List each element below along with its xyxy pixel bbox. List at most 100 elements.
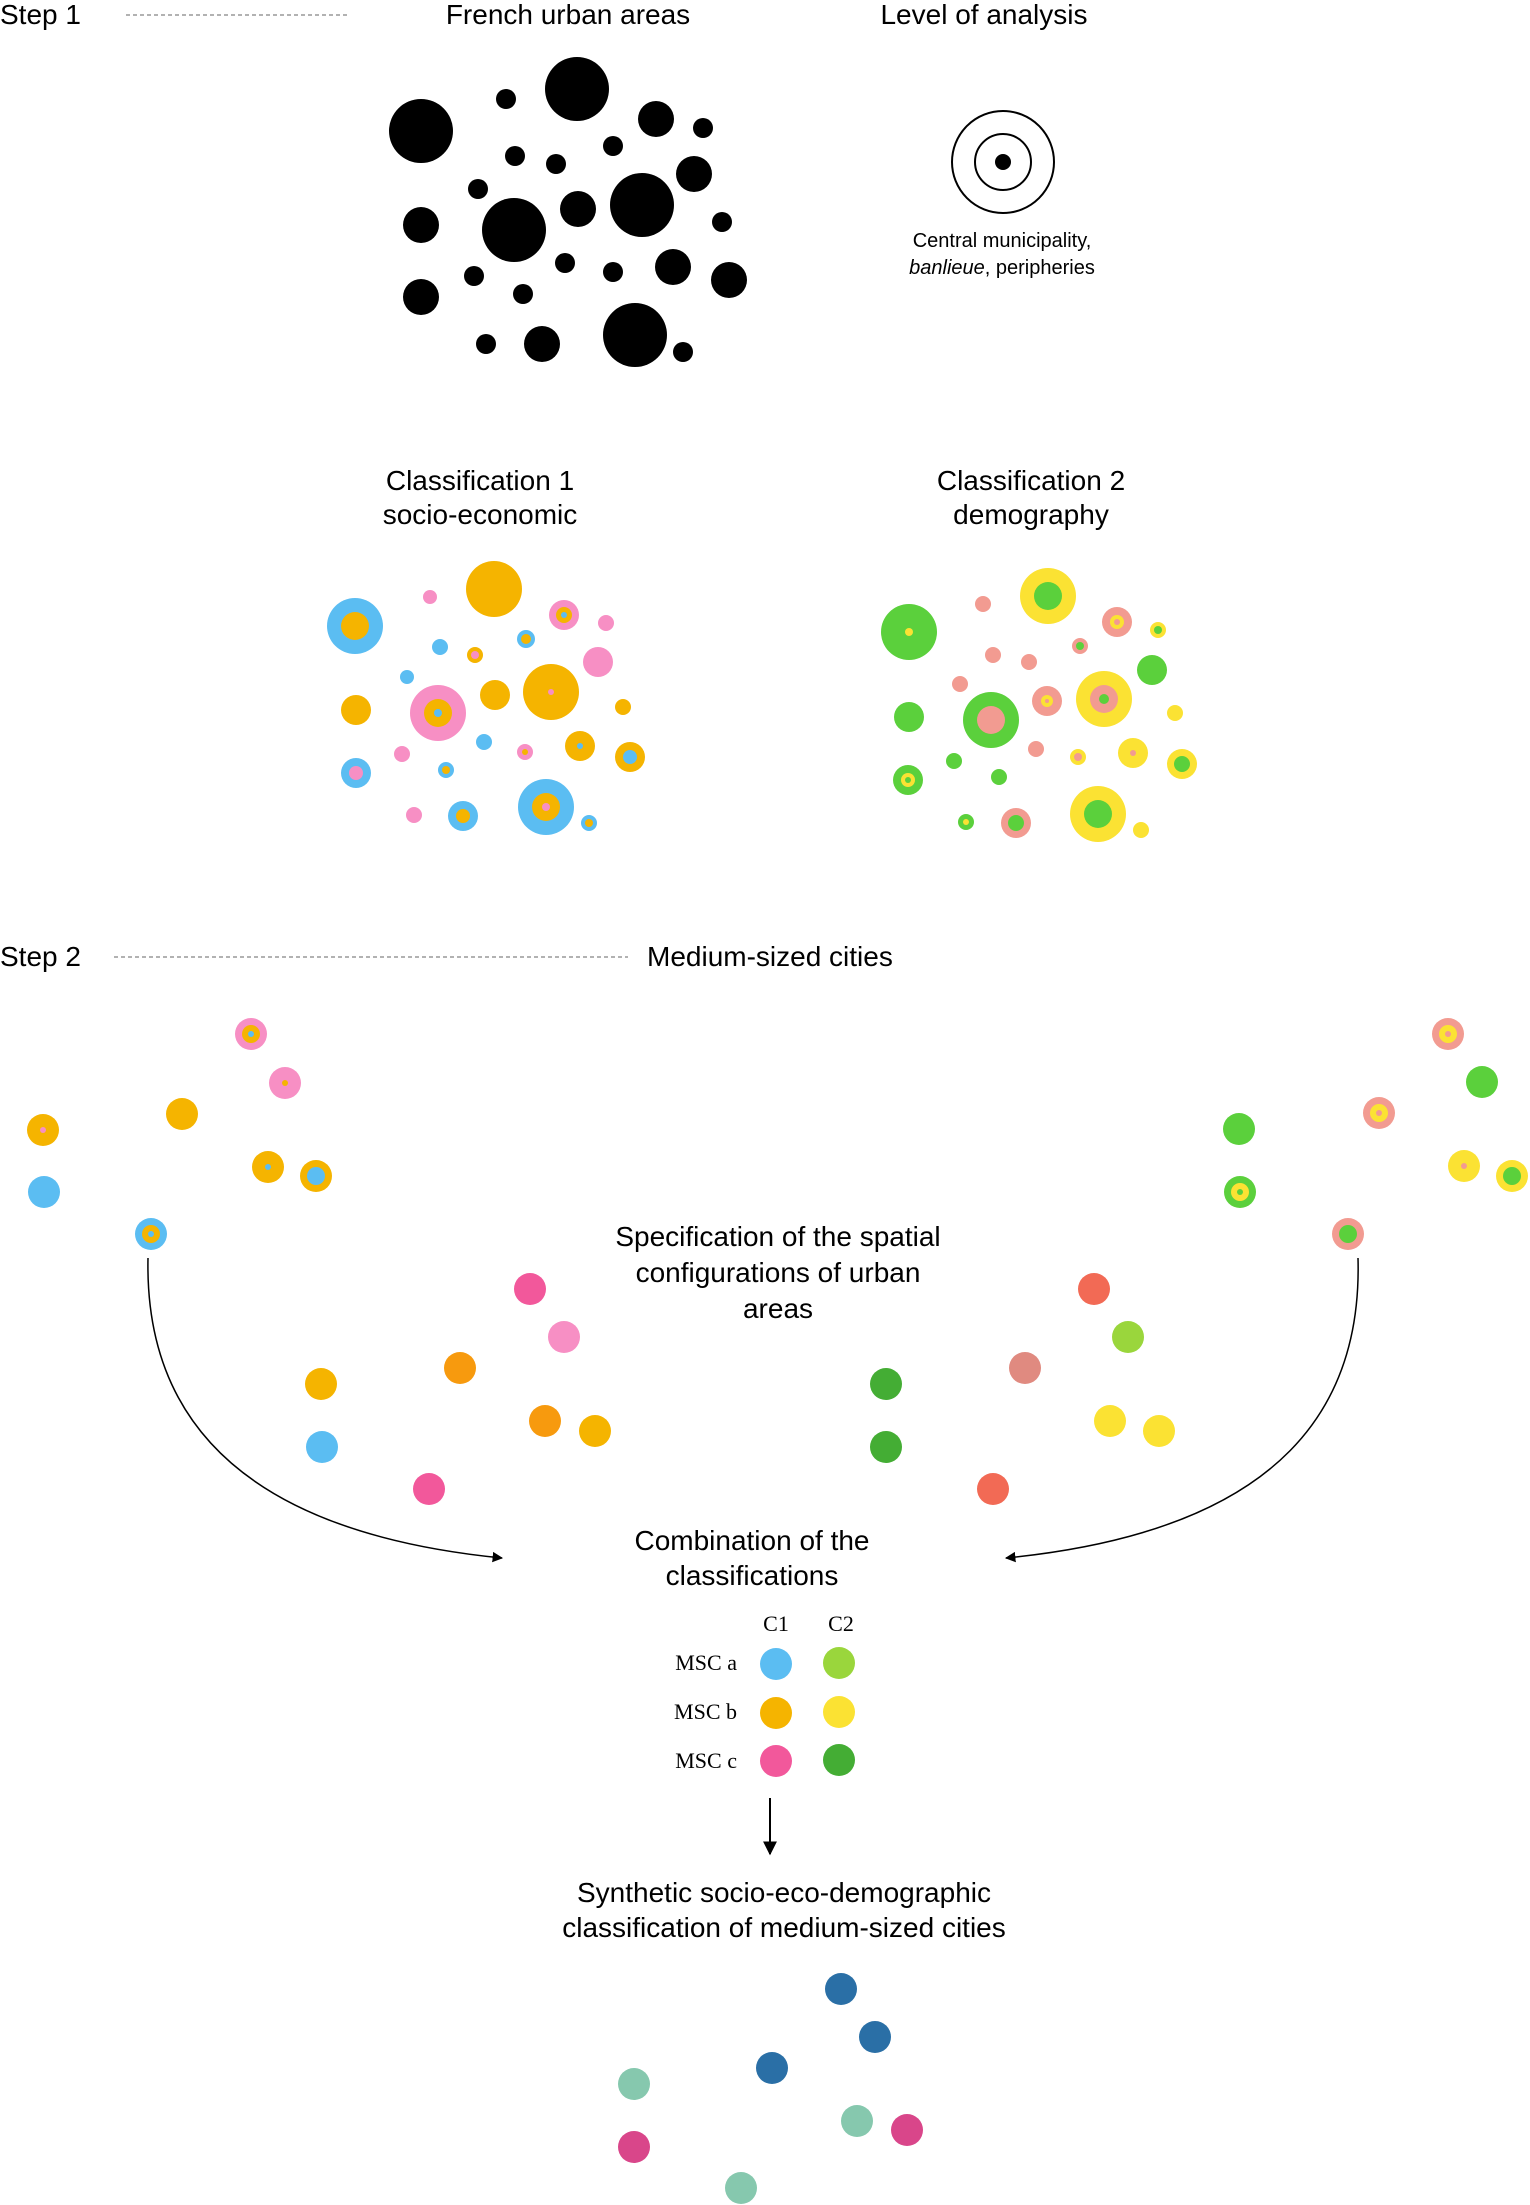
level-caption-rest: , peripheries — [985, 257, 1095, 279]
synthetic-city — [859, 2021, 891, 2053]
classified-urban-area — [975, 596, 991, 612]
urban-area — [389, 99, 453, 163]
urban-area — [403, 279, 439, 315]
classified-urban-area — [1102, 607, 1132, 637]
classified-urban-area — [985, 647, 1001, 663]
classified-urban-area — [1072, 638, 1088, 654]
medium-sized-city — [1223, 1113, 1255, 1145]
legend-swatch-c1 — [760, 1648, 792, 1680]
classified-urban-area — [406, 807, 422, 823]
classified-urban-area — [1133, 822, 1149, 838]
medium-sized-city — [135, 1218, 167, 1250]
classified-urban-area — [893, 765, 923, 795]
step2-section-title: Medium-sized cities — [647, 941, 893, 972]
legend-swatch-c1 — [760, 1697, 792, 1729]
urban-area — [505, 146, 525, 166]
msc-classification1-group — [27, 1018, 332, 1250]
legend-swatch-c2 — [823, 1744, 855, 1776]
synthetic-city — [725, 2172, 757, 2204]
specification-text-line1: Specification of the spatial — [615, 1221, 940, 1252]
urban-area — [711, 262, 747, 298]
classified-urban-area — [432, 639, 448, 655]
classified-urban-area — [581, 815, 597, 831]
step2-label: Step 2 — [0, 941, 81, 972]
classified-urban-area — [476, 734, 492, 750]
classified-urban-area — [341, 758, 371, 788]
classified-urban-area — [410, 685, 466, 741]
urban-area — [524, 326, 560, 362]
combination-title-line2: classifications — [666, 1560, 839, 1591]
legend-swatch-c2 — [823, 1696, 855, 1728]
specified-city — [548, 1321, 580, 1353]
medium-sized-city — [1224, 1176, 1256, 1208]
classified-urban-area — [598, 615, 614, 631]
urban-area — [603, 303, 667, 367]
classified-urban-area — [615, 742, 645, 772]
urban-area — [676, 156, 712, 192]
classified-urban-area — [952, 676, 968, 692]
classified-urban-area — [583, 647, 613, 677]
classified-urban-area — [991, 769, 1007, 785]
classified-urban-area — [480, 680, 510, 710]
specified-city — [870, 1431, 902, 1463]
medium-sized-city — [300, 1160, 332, 1192]
synthetic-title-line2: classification of medium-sized cities — [562, 1912, 1006, 1943]
urban-area — [693, 118, 713, 138]
medium-sized-city — [269, 1067, 301, 1099]
urban-areas-title: French urban areas — [446, 0, 690, 30]
medium-sized-city — [1466, 1066, 1498, 1098]
medium-sized-city — [252, 1151, 284, 1183]
specified-city — [413, 1473, 445, 1505]
classification1-title-line2: socio-economic — [383, 499, 578, 530]
urban-area — [638, 101, 674, 137]
classified-urban-area — [1028, 741, 1044, 757]
specification-text-line3: areas — [743, 1293, 813, 1324]
classification1-title-line1: Classification 1 — [386, 465, 574, 496]
specified-city — [870, 1368, 902, 1400]
urban-area — [545, 57, 609, 121]
urban-area — [513, 284, 533, 304]
step1-label: Step 1 — [0, 0, 81, 30]
classified-urban-area — [394, 746, 410, 762]
urban-area — [464, 266, 484, 286]
classified-urban-area — [958, 814, 974, 830]
right-curved-arrow — [1004, 1257, 1359, 1563]
specified-city — [1078, 1273, 1110, 1305]
classified-urban-area — [946, 753, 962, 769]
classification1-cluster — [327, 561, 645, 835]
medium-sized-city — [235, 1018, 267, 1050]
medium-sized-city — [1448, 1150, 1480, 1182]
urban-area — [476, 334, 496, 354]
legend-row-label: MSC b — [674, 1699, 737, 1724]
classified-urban-area — [523, 664, 579, 720]
classified-urban-area — [1020, 568, 1076, 624]
synthetic-classification-cluster — [618, 1973, 923, 2204]
classified-urban-area — [549, 600, 579, 630]
specification-text-line2: configurations of urban — [636, 1257, 921, 1288]
classified-urban-area — [517, 630, 535, 648]
specified-city — [1112, 1321, 1144, 1353]
specified-msc-classification1 — [305, 1273, 611, 1505]
specified-city — [1143, 1415, 1175, 1447]
medium-sized-city — [1432, 1018, 1464, 1050]
combination-legend: C1 C2 MSC a MSC b MSC c — [674, 1611, 855, 1777]
classified-urban-area — [1118, 738, 1148, 768]
specified-city — [514, 1273, 546, 1305]
classified-urban-area — [1021, 654, 1037, 670]
specified-city — [1009, 1352, 1041, 1384]
urban-area — [496, 89, 516, 109]
urban-area — [560, 191, 596, 227]
urban-area — [555, 253, 575, 273]
level-caption-line2: banlieue, peripheries — [909, 257, 1095, 279]
synthetic-city — [891, 2114, 923, 2146]
urban-area — [546, 154, 566, 174]
urban-area — [610, 173, 674, 237]
classified-urban-area — [1001, 808, 1031, 838]
classification2-cluster — [881, 568, 1197, 842]
urban-area — [403, 207, 439, 243]
medium-sized-city — [1363, 1097, 1395, 1129]
legend-row-label: MSC c — [675, 1748, 737, 1773]
classified-urban-area — [518, 779, 574, 835]
classified-urban-area — [565, 731, 595, 761]
